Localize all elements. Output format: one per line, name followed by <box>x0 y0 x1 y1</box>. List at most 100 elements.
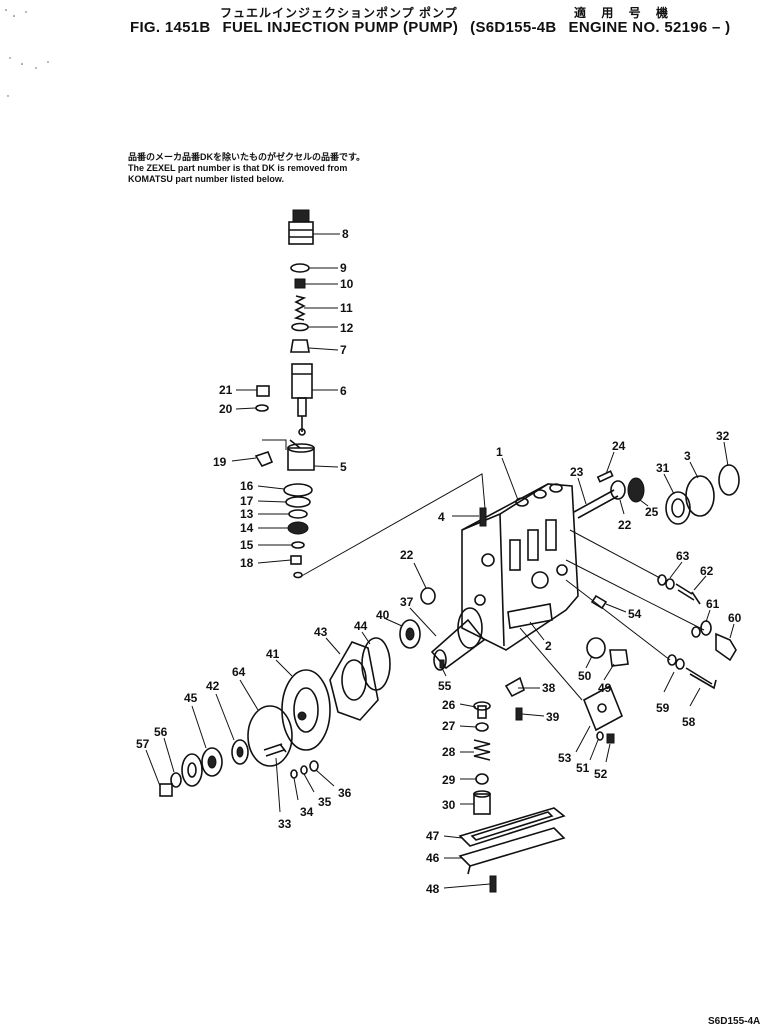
callout-label-8: 8 <box>342 227 349 241</box>
callout-6: 6 <box>312 384 347 398</box>
zexel-note: 品番のメーカ品番DKを除いたものがゼクセルの品番です。 The ZEXEL pa… <box>128 152 428 185</box>
callout-28: 28 <box>442 745 474 759</box>
callout-label-26: 26 <box>442 698 456 712</box>
callout-37: 37 <box>400 595 437 637</box>
bearing-22a <box>610 480 626 500</box>
callout-label-62: 62 <box>700 564 714 578</box>
bolt-33 <box>263 743 287 757</box>
callout-33: 33 <box>275 757 292 831</box>
callout-56: 56 <box>154 725 175 773</box>
callout-58: 58 <box>682 687 701 729</box>
callout-38: 38 <box>518 681 556 695</box>
spring-28 <box>473 739 491 761</box>
callout-23: 23 <box>570 465 587 505</box>
callout-label-42: 42 <box>206 679 220 693</box>
callout-label-58: 58 <box>682 715 696 729</box>
pinion-19 <box>254 451 274 467</box>
callout-label-13: 13 <box>240 507 254 521</box>
callout-43: 43 <box>314 625 341 655</box>
delivery-valve-holder <box>288 209 314 245</box>
callout-30: 30 <box>442 798 474 812</box>
callout-29: 29 <box>442 773 476 787</box>
callout-label-63: 63 <box>676 549 690 563</box>
callout-label-45: 45 <box>184 691 198 705</box>
callout-label-61: 61 <box>706 597 720 611</box>
callout-9: 9 <box>309 261 347 275</box>
callout-label-64: 64 <box>232 665 246 679</box>
callout-39: 39 <box>521 710 560 724</box>
callout-18: 18 <box>240 556 292 570</box>
callout-label-9: 9 <box>340 261 347 275</box>
callout-label-34: 34 <box>300 805 314 819</box>
callout-46: 46 <box>426 851 462 865</box>
callout-60: 60 <box>728 611 742 639</box>
callout-44: 44 <box>354 619 371 645</box>
japanese-title: フュエルインジェクションポンプ ポンプ <box>220 6 458 20</box>
bolt-52 <box>606 733 615 744</box>
callout-62: 62 <box>693 564 714 591</box>
cap-49 <box>609 649 629 667</box>
callout-48: 48 <box>426 882 491 896</box>
plug-26 <box>473 701 491 719</box>
callout-61: 61 <box>705 597 720 623</box>
cover-3 <box>685 475 715 517</box>
bolt-58 <box>685 667 717 690</box>
callout-label-2: 2 <box>545 639 552 653</box>
callout-57: 57 <box>136 737 161 787</box>
gasket-59b <box>675 658 685 670</box>
callout-14: 14 <box>240 521 288 535</box>
callout-label-19: 19 <box>213 455 227 469</box>
callout-52: 52 <box>594 743 611 781</box>
callout-42: 42 <box>206 679 235 741</box>
callout-label-24: 24 <box>612 439 626 453</box>
callout-label-57: 57 <box>136 737 150 751</box>
callout-label-52: 52 <box>594 767 608 781</box>
callout-2: 2 <box>529 621 552 653</box>
callout-15: 15 <box>240 538 292 552</box>
callout-13: 13 <box>240 507 289 521</box>
callout-47: 47 <box>426 829 463 843</box>
callout-label-60: 60 <box>728 611 742 625</box>
bearing-40 <box>399 619 421 649</box>
callout-label-1: 1 <box>496 445 503 459</box>
control-sleeve-5 <box>287 439 315 471</box>
callout-19: 19 <box>213 455 257 469</box>
callout-54: 54 <box>605 603 642 621</box>
callout-label-22a: 22 <box>618 518 632 532</box>
callout-label-32: 32 <box>716 429 730 443</box>
cover-46 <box>458 827 566 875</box>
leader-housing-63 <box>569 529 661 579</box>
callout-label-17: 17 <box>240 494 254 508</box>
callout-label-59: 59 <box>656 701 670 715</box>
callout-27: 27 <box>442 719 477 733</box>
bearing-31 <box>665 491 691 525</box>
callout-3: 3 <box>684 449 699 479</box>
callout-50: 50 <box>578 655 593 683</box>
nut-57 <box>159 783 173 797</box>
coupling-hub-56 <box>181 753 203 787</box>
callout-label-28: 28 <box>442 745 456 759</box>
gear-45 <box>201 747 223 777</box>
callout-10: 10 <box>305 277 354 291</box>
callout-40: 40 <box>376 608 403 627</box>
callout-21: 21 <box>219 383 257 397</box>
pump-housing-1 <box>461 483 579 651</box>
callout-label-46: 46 <box>426 851 440 865</box>
callout-label-5: 5 <box>340 460 347 474</box>
callout-53: 53 <box>558 725 591 765</box>
callout-label-15: 15 <box>240 538 254 552</box>
o-ring-64 <box>247 705 293 767</box>
spring-seat-16 <box>283 483 313 497</box>
bolt-62 <box>675 583 701 605</box>
washer-51 <box>596 731 604 741</box>
gear-25 <box>627 477 645 503</box>
callout-label-11: 11 <box>340 301 353 315</box>
nut-21 <box>256 385 270 397</box>
assembly-guide-line-2 <box>262 439 287 450</box>
note-line-2: KOMATSU part number listed below. <box>128 174 285 184</box>
drawing-code: S6D155-4A <box>708 1016 761 1027</box>
callout-label-50: 50 <box>578 669 592 683</box>
washer-63a <box>657 574 667 586</box>
